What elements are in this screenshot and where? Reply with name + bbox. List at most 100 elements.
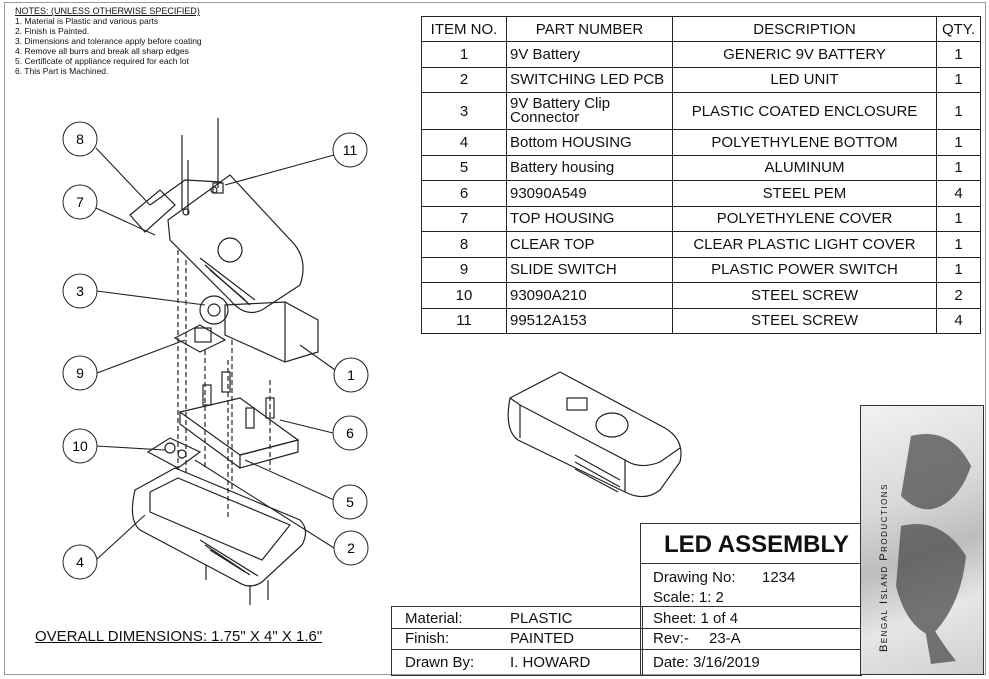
balloon-10-label: 10 — [72, 438, 88, 454]
bom-item: 3 — [421, 92, 507, 130]
balloons: 8 11 7 3 1 9 6 10 5 2 4 — [62, 121, 369, 580]
drawing-no-label: Drawing No: — [653, 569, 736, 586]
balloon-11-label: 11 — [343, 142, 358, 158]
bom-item: 5 — [421, 154, 507, 181]
drawn-by-value: I. HOWARD — [510, 654, 591, 671]
bom-part: TOP HOUSING — [506, 205, 673, 232]
note-item: 1. Material is Plastic and various parts — [15, 16, 159, 26]
balloon-3: 3 — [62, 273, 98, 309]
company-name: Bengal Island Productions — [878, 483, 890, 652]
bom-part: Battery housing — [506, 154, 673, 181]
clip-connector-part — [199, 295, 229, 325]
divider — [640, 628, 860, 629]
bom-header-desc: DESCRIPTION — [672, 16, 937, 42]
bom-desc: POLYETHYLENE BOTTOM — [672, 129, 937, 156]
balloon-1: 1 — [333, 357, 369, 393]
balloon-2-label: 2 — [347, 540, 355, 556]
balloon-9-label: 9 — [76, 365, 84, 381]
finish-value: PAINTED — [510, 630, 574, 647]
balloon-9: 9 — [62, 355, 98, 391]
date: Date: 3/16/2019 — [653, 654, 760, 671]
bom-desc: STEEL PEM — [672, 180, 937, 207]
balloon-5: 5 — [332, 484, 368, 520]
bom-desc: STEEL SCREW — [672, 307, 937, 334]
note-item: 6. This Part is Machined. — [15, 66, 109, 76]
bom-part: 93090A549 — [506, 180, 673, 207]
bom-item: 9 — [421, 256, 507, 283]
top-housing-part — [129, 174, 304, 313]
drawing-title: LED ASSEMBLY — [664, 531, 849, 558]
note-item: 2. Finish is Painted. — [15, 26, 90, 36]
title-block-left — [391, 606, 643, 676]
divider — [391, 628, 641, 629]
balloon-8: 8 — [62, 121, 98, 157]
bom-header-item: ITEM NO. — [421, 16, 507, 42]
balloon-5-label: 5 — [346, 494, 354, 510]
bom-qty: 1 — [936, 92, 981, 130]
balloon-11: 11 — [332, 132, 368, 168]
divider — [640, 606, 860, 607]
balloon-7: 7 — [62, 184, 98, 220]
bom-desc: ALUMINUM — [672, 154, 937, 181]
bom-qty: 1 — [936, 66, 981, 93]
bom-desc: PLASTIC POWER SWITCH — [672, 256, 937, 283]
bom-qty: 1 — [936, 256, 981, 283]
finish-label: Finish: — [405, 630, 450, 647]
sheet: Sheet: 1 of 4 — [653, 610, 739, 627]
balloon-4: 4 — [62, 544, 98, 580]
company-logo-panel — [860, 405, 984, 675]
bom-header-part: PART NUMBER — [506, 16, 673, 42]
pem-parts — [202, 371, 275, 429]
sheet-frame — [4, 2, 986, 675]
bom-qty: 1 — [936, 205, 981, 232]
leader-lines — [95, 147, 336, 561]
bom-qty: 1 — [936, 154, 981, 181]
notes-title: NOTES: (UNLESS OTHERWISE SPECIFIED) — [15, 6, 200, 16]
balloon-6: 6 — [332, 415, 368, 451]
assembled-isometric-view — [507, 371, 682, 498]
scale: Scale: 1: 2 — [653, 589, 724, 606]
battery-part — [224, 301, 319, 363]
bom-part: Bottom HOUSING — [506, 129, 673, 156]
bom-item: 4 — [421, 129, 507, 156]
note-item: 5. Certificate of appliance required for… — [15, 56, 189, 66]
bom-item: 11 — [421, 307, 507, 334]
bom-item: 1 — [421, 41, 507, 68]
divider — [640, 649, 860, 650]
notes-block: NOTES: (UNLESS OTHERWISE SPECIFIED) 1. M… — [15, 6, 202, 76]
bottom-housing-part — [131, 467, 307, 587]
balloon-2: 2 — [333, 530, 369, 566]
bom-part: 99512A153 — [506, 307, 673, 334]
bom-item: 2 — [421, 66, 507, 93]
bom-part: SWITCHING LED PCB — [506, 66, 673, 93]
bom-qty: 2 — [936, 282, 981, 309]
tiger-artwork — [896, 434, 971, 664]
divider — [640, 563, 860, 564]
note-item: 3. Dimensions and tolerance apply before… — [15, 36, 202, 46]
material-value: PLASTIC — [510, 610, 573, 627]
bom-part: 9V Battery Clip Connector — [506, 92, 673, 130]
battery-housing-part — [178, 397, 300, 469]
bom-header-row: ITEM NO. PART NUMBER DESCRIPTION QTY. — [421, 16, 981, 42]
bottom-screws — [205, 565, 269, 605]
bom-qty: 4 — [936, 307, 981, 334]
balloon-10: 10 — [62, 428, 98, 464]
screw-part — [181, 118, 224, 215]
led-pcb-part — [146, 437, 202, 469]
balloon-7-label: 7 — [76, 194, 84, 210]
note-item: 4. Remove all burrs and break all sharp … — [15, 46, 189, 56]
overall-dimensions: OVERALL DIMENSIONS: 1.75" X 4" X 1.6" — [35, 628, 323, 645]
divider — [391, 649, 641, 650]
bom-part: 9V Battery — [506, 41, 673, 68]
balloon-1-label: 1 — [347, 367, 355, 383]
bom-item: 6 — [421, 180, 507, 207]
balloon-8-label: 8 — [76, 131, 84, 147]
assembly-centerlines — [177, 250, 271, 520]
